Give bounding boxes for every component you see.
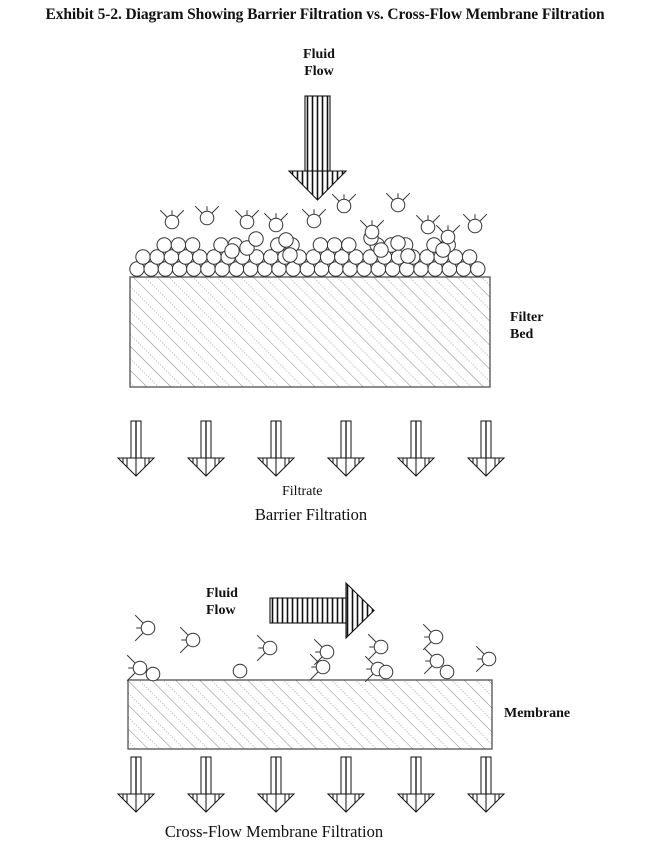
crossflow-filtrate-arrows xyxy=(116,756,506,813)
tagged-particle-icon xyxy=(256,634,278,662)
filtrate-label: Filtrate xyxy=(282,484,323,499)
tagged-particle-icon xyxy=(179,626,201,654)
particle xyxy=(248,231,264,247)
filtrate-arrow-icon xyxy=(396,420,436,477)
tagged-particle-icon xyxy=(309,653,331,681)
membrane-label: Membrane xyxy=(504,706,571,721)
crossflow-flow-label-line2: Flow xyxy=(206,603,236,618)
barrier-flow-label-line1: Fluid xyxy=(303,47,335,62)
tagged-particle-icon xyxy=(462,213,488,234)
tagged-particle-icon xyxy=(423,647,445,675)
particle xyxy=(135,249,151,265)
filtrate-arrow-icon xyxy=(326,756,366,813)
tagged-particle-icon xyxy=(359,219,385,240)
tagged-particle-icon xyxy=(301,208,327,229)
crossflow-flow-label: Fluid Flow xyxy=(206,585,238,619)
filtrate-arrow-icon xyxy=(326,420,366,477)
filtrate-arrow-icon xyxy=(116,420,156,477)
particle xyxy=(390,235,406,251)
membrane xyxy=(127,679,493,750)
crossflow-flow-label-line1: Fluid xyxy=(206,586,238,601)
filtrate-arrow-icon xyxy=(396,756,436,813)
tagged-particle-icon xyxy=(475,645,497,673)
barrier-particle-cake xyxy=(129,192,488,277)
filter-bed xyxy=(129,276,491,388)
particle xyxy=(373,242,389,258)
tagged-particle-icon xyxy=(159,209,185,230)
crossflow-filtration-caption: Cross-Flow Membrane Filtration xyxy=(164,822,384,841)
tagged-particle-icon xyxy=(234,209,260,230)
barrier-flow-label-line2: Flow xyxy=(304,64,334,79)
filtrate-arrow-icon xyxy=(466,420,506,477)
filtrate-arrow-icon xyxy=(256,756,296,813)
particle xyxy=(170,237,187,253)
barrier-flow-label: Fluid Flow xyxy=(297,46,341,80)
particle xyxy=(400,248,416,264)
filter-bed-label-line2: Bed xyxy=(510,327,534,342)
filtrate-arrow-icon xyxy=(186,420,226,477)
particle xyxy=(312,237,329,253)
particle xyxy=(435,242,451,258)
barrier-filtrate-arrows xyxy=(116,420,506,477)
particle xyxy=(145,666,161,682)
particle xyxy=(341,237,357,253)
tagged-particle-icon xyxy=(263,212,289,233)
tagged-particle-icon xyxy=(313,638,335,666)
exhibit-title: Exhibit 5-2. Diagram Showing Barrier Fil… xyxy=(45,6,605,23)
particle xyxy=(461,249,478,265)
particle xyxy=(470,261,486,277)
crossflow-particles xyxy=(126,614,497,683)
filtrate-arrow-icon xyxy=(256,420,296,477)
tagged-particle-icon xyxy=(422,623,444,651)
tagged-particle-icon xyxy=(367,633,389,661)
tagged-particle-icon xyxy=(331,193,357,214)
tagged-particle-icon xyxy=(385,192,411,213)
tagged-particle-icon xyxy=(415,214,441,235)
filter-bed-label: Filter Bed xyxy=(510,309,543,343)
particle xyxy=(378,664,394,680)
particle xyxy=(156,237,172,253)
tagged-particle-icon xyxy=(435,224,461,245)
particle xyxy=(282,247,298,263)
filter-bed-label-line1: Filter xyxy=(510,310,544,325)
particle xyxy=(439,664,455,680)
filtrate-arrow-icon xyxy=(186,756,226,813)
filtrate-arrow-icon xyxy=(466,756,506,813)
filtrate-arrow-icon xyxy=(116,756,156,813)
particle xyxy=(232,663,248,679)
barrier-flow-arrow-icon xyxy=(287,95,348,201)
barrier-filtration-caption: Barrier Filtration xyxy=(254,505,368,524)
tagged-particle-icon xyxy=(134,614,156,642)
tagged-particle-icon xyxy=(194,205,220,226)
particle xyxy=(184,237,201,253)
crossflow-flow-arrow-icon xyxy=(269,581,375,640)
particle xyxy=(278,232,294,248)
tagged-particle-icon xyxy=(126,654,148,682)
particle xyxy=(326,237,343,253)
particle xyxy=(224,243,240,259)
